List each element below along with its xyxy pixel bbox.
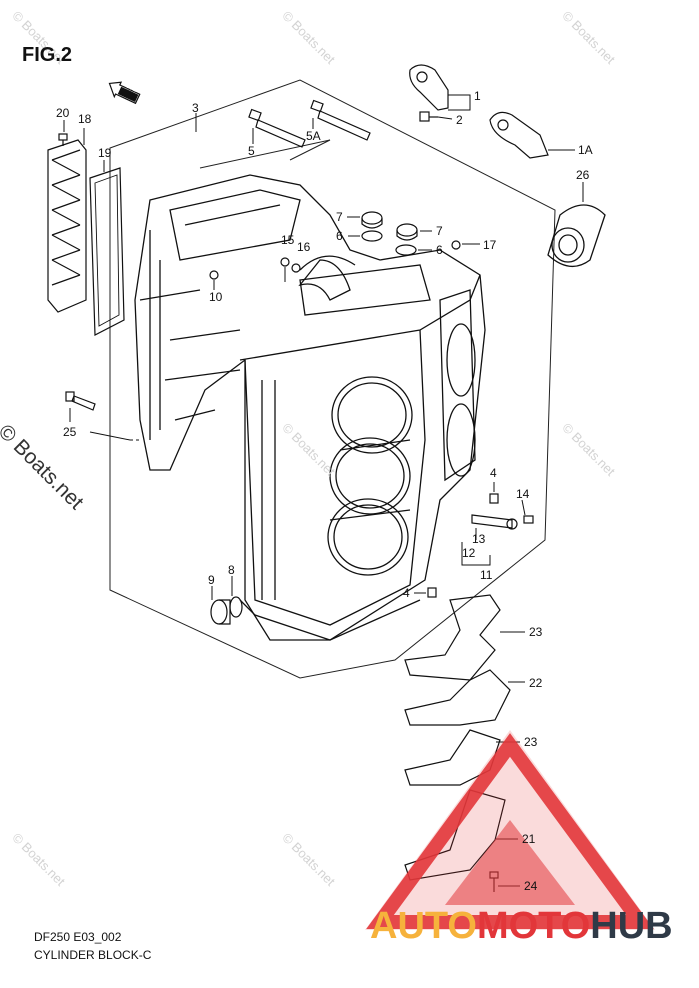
callout-26: 26 [576,168,590,182]
callout-10: 10 [209,290,223,304]
pin-15-icon [280,257,290,267]
fwd-arrow-icon [108,81,141,105]
pin-10-icon [209,270,219,280]
oil-filter-26-icon [547,204,606,267]
callout-20: 20 [56,106,70,120]
brand-part-3: HUB [590,905,673,947]
automotohub-logo-icon [365,730,655,930]
callout-6-right: 6 [436,243,443,257]
cylinder-bores [327,323,476,576]
bolt-25-icon [65,391,96,411]
brand-part-2: MOTO [476,905,591,947]
cylinder-block [134,174,486,641]
callout-5a: 5A [306,129,321,143]
callout-18: 18 [78,112,92,126]
automotohub-brand: AUTOMOTOHUB [370,905,673,948]
callout-2: 2 [456,113,463,127]
callout-8: 8 [228,563,235,577]
callout-7-left: 7 [336,210,343,224]
bolt-14-icon [523,515,534,524]
callout-23-upper: 23 [529,625,543,639]
assembly-boundary [109,79,556,679]
callout-4-upper: 4 [490,466,497,480]
callout-1a: 1A [578,143,593,157]
callout-5: 5 [248,144,255,158]
bracket-1-icon [409,64,449,111]
plug-7-left-icon [361,211,383,229]
boundary-inner-line [199,139,331,169]
plate-22 [404,669,511,726]
callout-25: 25 [63,425,77,439]
gasket-6-right-icon [395,244,417,256]
fitting-13-icon [471,514,518,530]
gasket-8-icon [229,596,243,618]
bolt-20-icon [58,133,68,146]
callout-7-right: 7 [436,224,443,238]
callout-23-lower: 23 [524,735,538,749]
callout-9: 9 [208,573,215,587]
bolt-5-icon [248,108,306,148]
callout-13: 13 [472,532,486,546]
gasket-23-upper [404,594,501,681]
callout-19: 19 [98,146,112,160]
callout-17: 17 [483,238,497,252]
callout-22: 22 [529,676,543,690]
callout-4-lower: 4 [403,586,410,600]
callout-24: 24 [524,879,538,893]
bracket-1a-icon [489,111,549,159]
bolt-2-icon [419,111,438,122]
side-cover-18 [47,139,87,313]
gasket-21 [404,789,506,881]
brand-part-1: AUTO [370,905,477,947]
plug-9-icon [210,599,231,625]
figure-code: DF250 E03_002 [34,930,122,944]
callout-11: 11 [480,568,493,582]
callout-16: 16 [297,240,311,254]
callout-12: 12 [462,546,476,560]
callout-14: 14 [516,487,530,501]
callout-3: 3 [192,101,199,115]
bolt-5a-icon [310,99,371,141]
gasket-23-lower [404,729,501,786]
figure-name: CYLINDER BLOCK-C [34,948,152,962]
pin-16-icon [291,263,301,273]
callout-21: 21 [522,832,536,846]
callout-6-left: 6 [336,229,343,243]
callout-15: 15 [281,233,295,247]
pin-17-icon [451,240,461,250]
gasket-19-inner [94,174,120,327]
pin-4-lower-icon [427,587,437,598]
plug-7-right-icon [396,223,418,241]
main-bearing-arc [299,255,356,271]
callout-1: 1 [474,89,481,103]
gasket-6-left-icon [361,230,383,242]
gasket-19 [89,167,125,336]
pin-4-upper-icon [489,493,499,504]
figure-title: FIG.2 [22,44,73,66]
